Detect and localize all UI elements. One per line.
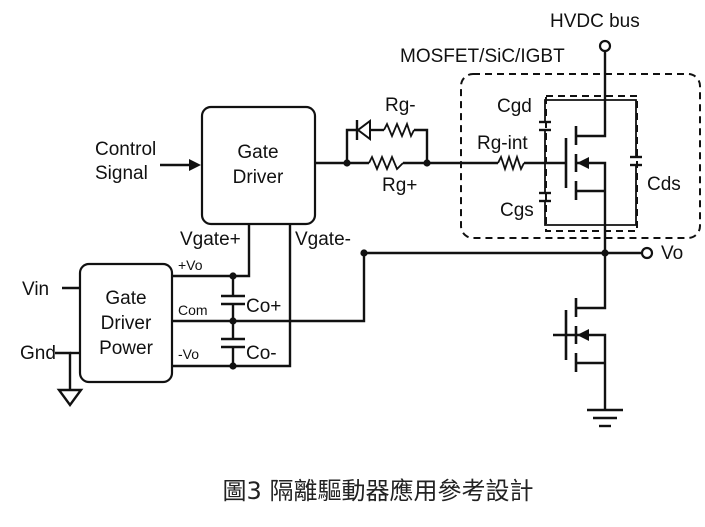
gnd-triangle-symbol bbox=[56, 388, 84, 408]
cds-capacitor bbox=[630, 155, 642, 167]
rg-int-resistor bbox=[497, 154, 525, 172]
device-package-outline bbox=[460, 73, 701, 239]
gate-driver-power-box bbox=[78, 262, 174, 384]
cgs-wire-bottom bbox=[544, 201, 605, 226]
upper-mosfet-symbol bbox=[564, 126, 607, 200]
cgd-capacitor bbox=[539, 120, 551, 132]
gate-driver-label-line2: Driver bbox=[233, 167, 284, 188]
control-label-line1: Control bbox=[95, 139, 156, 160]
rg-minus-label: Rg- bbox=[385, 95, 416, 116]
hvdc-terminal bbox=[598, 39, 612, 53]
gate-driver-label-line1: Gate bbox=[237, 142, 278, 163]
vo-label: Vo bbox=[661, 243, 683, 264]
gdp-label-line2: Driver bbox=[101, 313, 152, 334]
co-minus-capacitor bbox=[221, 337, 245, 349]
cgs-capacitor bbox=[539, 191, 551, 203]
control-arrow-head bbox=[189, 159, 201, 171]
co-plus-label: Co+ bbox=[246, 296, 281, 317]
vin-label: Vin bbox=[22, 279, 49, 300]
minus-vo-label: -Vo bbox=[178, 346, 199, 362]
gdp-label-line1: Gate bbox=[105, 288, 146, 309]
die-outline bbox=[545, 95, 638, 232]
gate-driver-box bbox=[200, 105, 317, 226]
vo-terminal bbox=[640, 246, 654, 260]
figure-caption: 圖3 隔離驅動器應用參考設計 bbox=[223, 477, 534, 505]
cds-label: Cds bbox=[647, 174, 681, 195]
rg-int-label: Rg-int bbox=[477, 133, 528, 154]
co-minus-label: Co- bbox=[246, 343, 277, 364]
com-label: Com bbox=[178, 302, 208, 318]
vgate-minus-label: Vgate- bbox=[295, 229, 351, 250]
gdp-label-line3: Power bbox=[99, 338, 154, 359]
junction-dots bbox=[229, 159, 609, 370]
rg-plus-resistor bbox=[368, 154, 404, 172]
diode-symbol bbox=[355, 119, 371, 141]
rg-minus-branch-left bbox=[345, 128, 358, 163]
cds-wire-top bbox=[605, 99, 637, 157]
rg-plus-label: Rg+ bbox=[382, 175, 417, 196]
rg-minus-resistor bbox=[383, 121, 415, 139]
rg-minus-branch-right bbox=[414, 128, 429, 163]
vgate-plus-label: Vgate+ bbox=[180, 229, 241, 250]
cds-wire-bottom bbox=[605, 165, 637, 226]
cgs-label: Cgs bbox=[500, 200, 534, 221]
control-label-line2: Signal bbox=[95, 163, 148, 184]
gnd-wire bbox=[55, 351, 72, 390]
vgate-plus-wire bbox=[172, 224, 251, 278]
gnd-label: Gnd bbox=[20, 343, 56, 364]
cgd-label: Cgd bbox=[497, 96, 532, 117]
hvdc-bus-label: HVDC bus bbox=[550, 11, 640, 32]
cgd-wire-top bbox=[544, 99, 605, 122]
device-type-label: MOSFET/SiC/IGBT bbox=[400, 46, 565, 67]
vgate-minus-wire bbox=[172, 224, 292, 368]
plus-vo-label: +Vo bbox=[178, 257, 203, 273]
co-plus-capacitor bbox=[221, 294, 245, 306]
lower-mosfet-symbol bbox=[553, 298, 607, 372]
